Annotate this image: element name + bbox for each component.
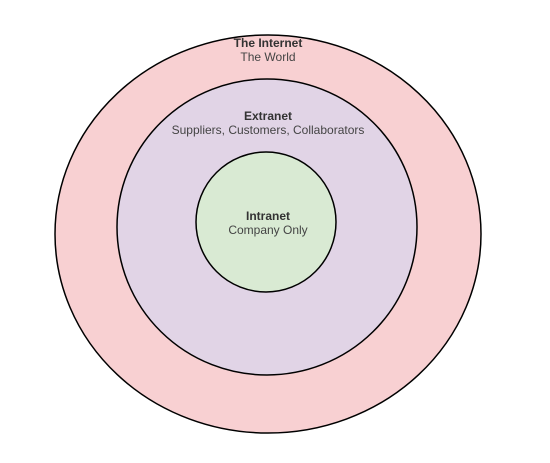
extranet-title: Extranet [243,109,293,123]
intranet-subtitle: Company Only [228,223,308,237]
internet-label: The Internet The World [118,36,418,64]
extranet-label: Extranet Suppliers, Customers, Collabora… [118,109,418,137]
intranet-title: Intranet [245,209,290,223]
intranet-label: Intranet Company Only [118,209,418,237]
internet-subtitle: The World [240,50,296,64]
internet-title: The Internet [233,36,303,50]
intranet-circle[interactable] [195,151,337,293]
extranet-subtitle: Suppliers, Customers, Collaborators [171,123,365,137]
